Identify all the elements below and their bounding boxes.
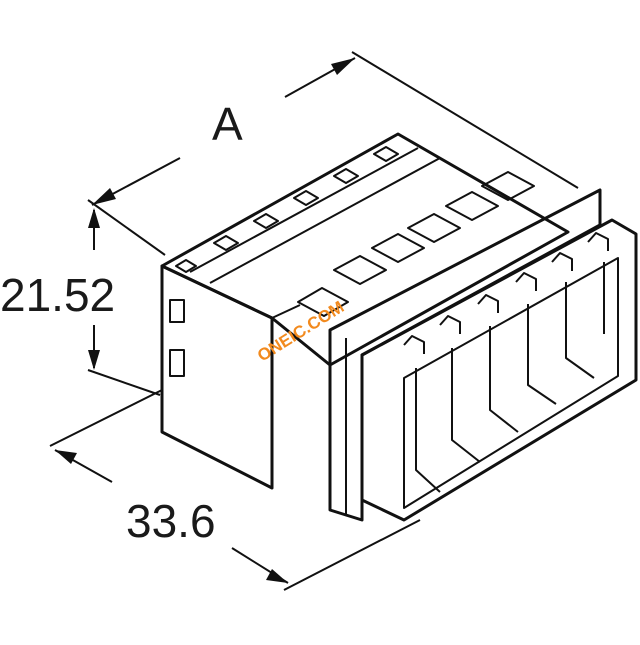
front-housing bbox=[360, 218, 638, 522]
front-opening bbox=[403, 257, 619, 509]
dim-a-ext-right bbox=[351, 51, 579, 189]
top-rib-front bbox=[189, 147, 419, 273]
dim-a-arrow-right bbox=[331, 58, 355, 75]
end-face-window-bottom bbox=[169, 349, 185, 377]
latch-hole-2 bbox=[213, 235, 239, 251]
latch-hole-5 bbox=[333, 168, 359, 184]
dim-h-label: 21.52 bbox=[0, 269, 115, 321]
cavity-block-2 bbox=[333, 255, 387, 285]
latch-holes bbox=[175, 146, 399, 273]
dim-h-arrow-bottom bbox=[88, 350, 100, 370]
cavity-blocks bbox=[297, 171, 535, 317]
dimension-height: 21.52 bbox=[0, 208, 161, 396]
latch-hole-3 bbox=[253, 213, 279, 229]
dim-a-ext-left bbox=[87, 199, 166, 256]
terminal-slot-3 bbox=[489, 326, 519, 433]
top-surface bbox=[160, 132, 570, 367]
dim-a-label: A bbox=[212, 98, 243, 150]
terminal-slot-1 bbox=[415, 368, 441, 493]
dim-w-ext-right bbox=[283, 519, 421, 591]
tooth-6 bbox=[587, 232, 609, 251]
tooth-3 bbox=[477, 294, 499, 313]
top-rib-back bbox=[209, 157, 441, 284]
cavity-block-3 bbox=[371, 233, 425, 263]
latch-hole-4 bbox=[293, 190, 319, 206]
terminal-slot-2 bbox=[451, 348, 481, 463]
tooth-4 bbox=[515, 272, 537, 291]
cavity-block-6 bbox=[481, 171, 535, 201]
dim-w-arrow-left bbox=[55, 450, 77, 464]
latch-hole-6 bbox=[373, 146, 399, 162]
terminal-slots bbox=[415, 262, 605, 493]
tooth-1 bbox=[403, 335, 425, 354]
dimension-width: 33.6 bbox=[49, 389, 421, 591]
terminal-slot-4 bbox=[527, 304, 557, 405]
watermark-text: ONEIC.COM bbox=[254, 297, 347, 365]
dimension-a: A bbox=[87, 51, 579, 256]
latch-hole-1 bbox=[175, 259, 197, 273]
dim-w-label: 33.6 bbox=[126, 495, 216, 547]
locking-teeth bbox=[403, 232, 609, 354]
cavity-block-1 bbox=[297, 287, 349, 317]
end-face-top-edge bbox=[271, 304, 301, 319]
tooth-2 bbox=[439, 315, 461, 334]
dim-h-arrow-top bbox=[88, 208, 100, 228]
dim-w-arrow-right bbox=[266, 569, 288, 583]
end-face-window-top bbox=[169, 299, 185, 323]
dim-h-ext-bottom bbox=[87, 369, 161, 396]
cavity-block-5 bbox=[445, 191, 499, 221]
tooth-5 bbox=[551, 252, 573, 271]
dim-a-arrow-left bbox=[92, 188, 116, 205]
cavity-block-4 bbox=[407, 213, 461, 243]
terminal-slot-5 bbox=[565, 282, 595, 379]
dim-w-ext-left bbox=[49, 389, 163, 447]
connector-body bbox=[160, 132, 638, 522]
